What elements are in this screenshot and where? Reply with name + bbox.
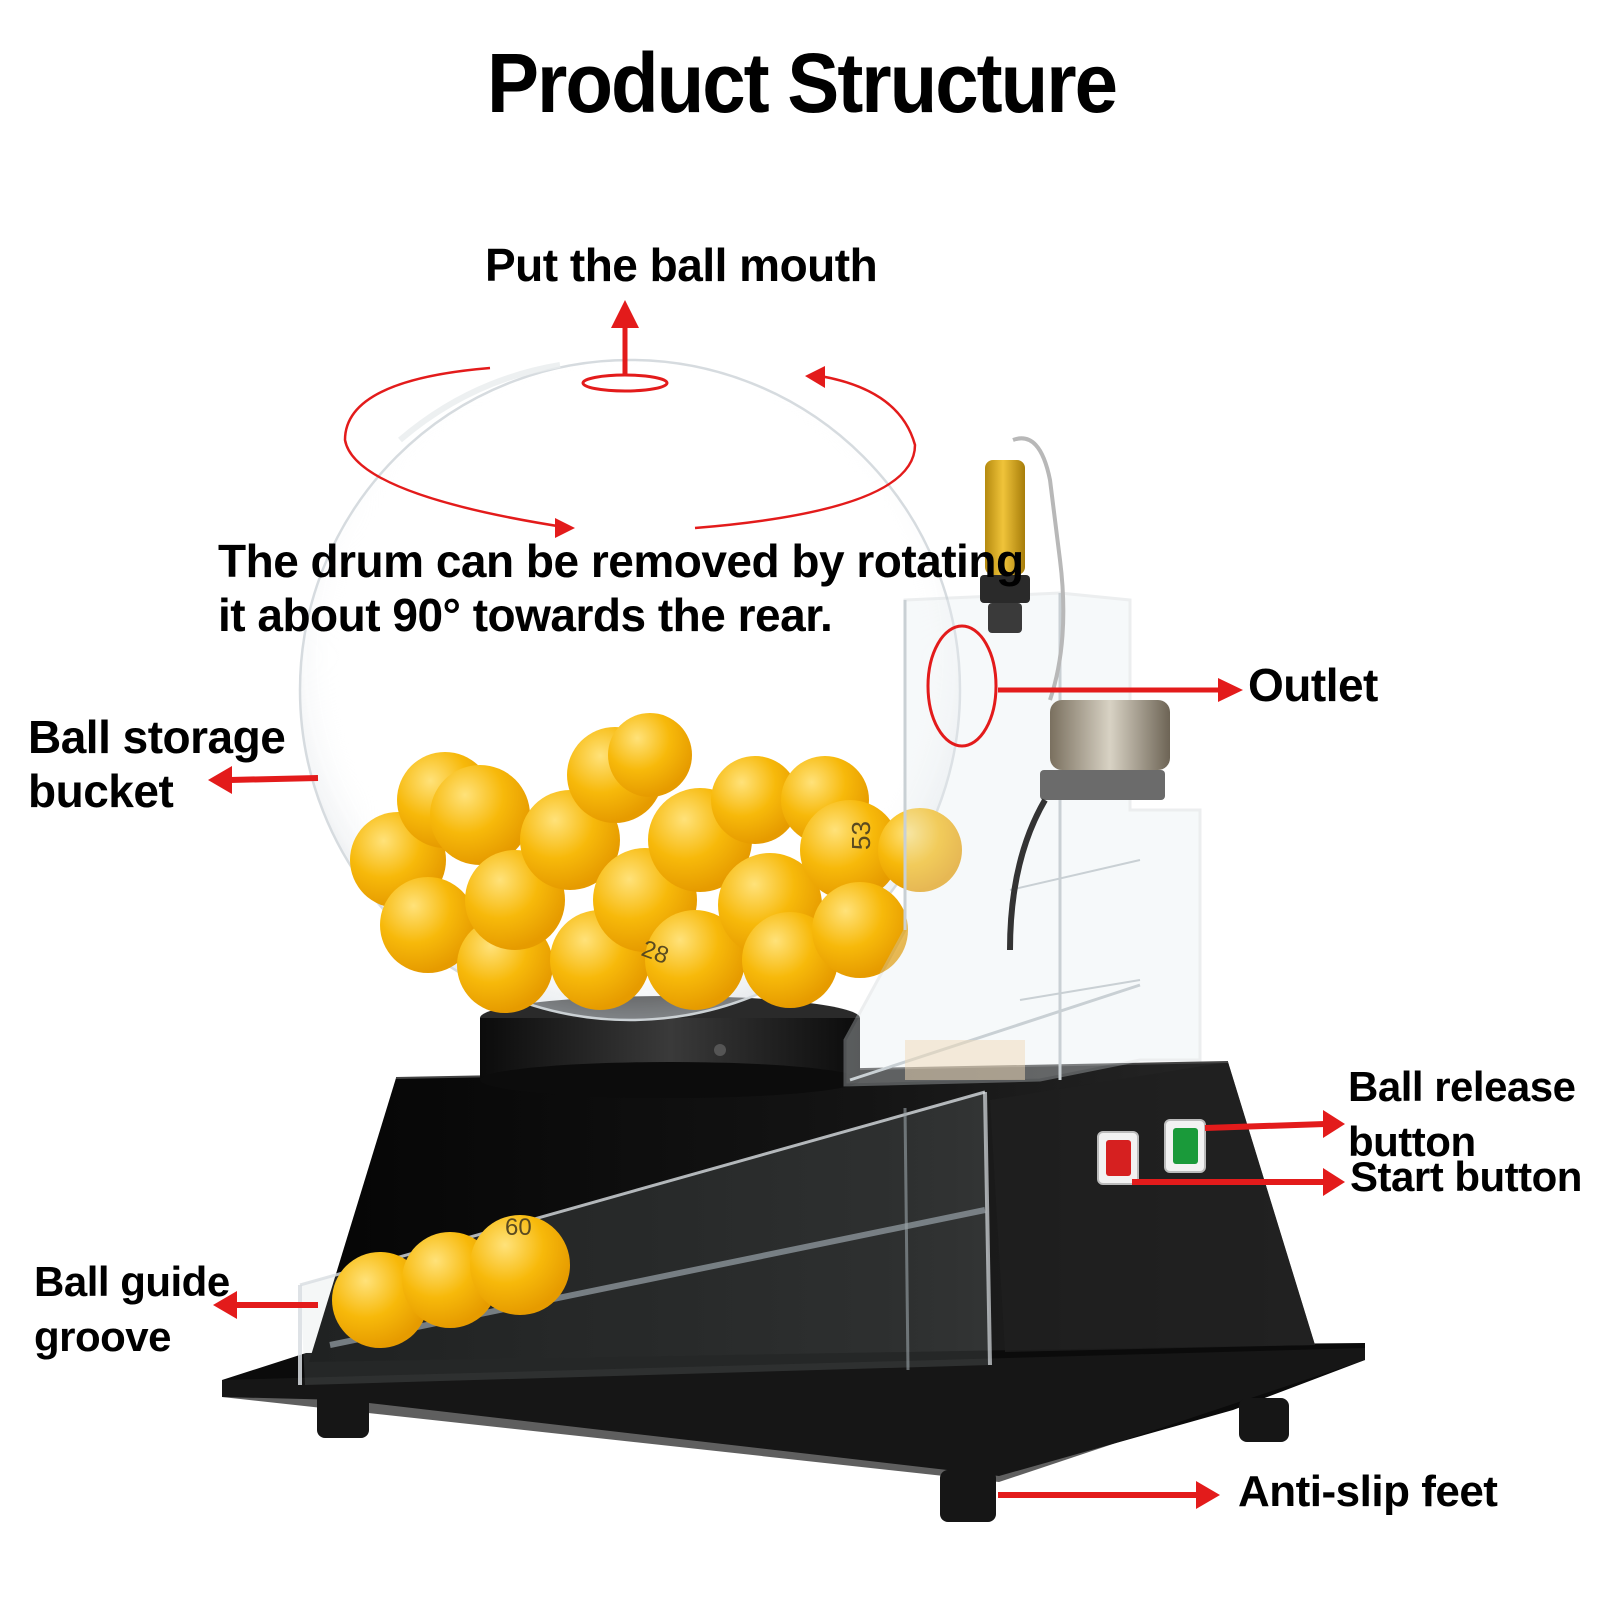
drum-removal-note: The drum can be removed by rotating it a… xyxy=(218,534,1024,643)
anti-slip-feet-label: Anti-slip feet xyxy=(1238,1467,1498,1516)
balls-in-drum xyxy=(350,713,962,1013)
guide-label-line-1: Ball guide xyxy=(34,1258,230,1305)
ball-guide-groove-label: Ball guide groove xyxy=(34,1255,230,1364)
motor xyxy=(1007,700,1170,951)
bottom-plate xyxy=(222,1343,1365,1482)
rotation-arc-left xyxy=(343,366,571,530)
release-label-line-2: button xyxy=(1348,1117,1476,1165)
page-title: Product Structure xyxy=(486,35,1118,131)
sensor xyxy=(980,436,1066,701)
drum-note-line-1: The drum can be removed by rotating xyxy=(218,535,1024,587)
balls-in-groove xyxy=(332,1215,570,1348)
control-buttons xyxy=(1097,1119,1206,1185)
annotation-arrows xyxy=(208,300,1345,1509)
ball-storage-bucket-label: Ball storage bucket xyxy=(28,710,286,819)
ball-number-53: 53 xyxy=(846,821,876,850)
anti-slip-feet xyxy=(317,1392,1289,1522)
guide-label-line-2: groove xyxy=(34,1312,172,1360)
ball-release-button-label: Ball release button xyxy=(1348,1060,1576,1169)
outlet-label: Outlet xyxy=(1248,659,1378,711)
storage-label-line-1: Ball storage xyxy=(28,711,286,763)
ball-number-60: 60 xyxy=(505,1214,532,1241)
storage-label-line-2: bucket xyxy=(28,765,174,818)
rotation-arc-right xyxy=(694,374,917,530)
release-label-line-1: Ball release xyxy=(1348,1063,1576,1110)
start-button-label: Start button xyxy=(1350,1153,1582,1200)
outlet-marker xyxy=(926,624,998,748)
put-ball-mouth-label: Put the ball mouth xyxy=(485,239,878,291)
drum-note-line-2: it about 90° towards the rear. xyxy=(218,589,833,642)
